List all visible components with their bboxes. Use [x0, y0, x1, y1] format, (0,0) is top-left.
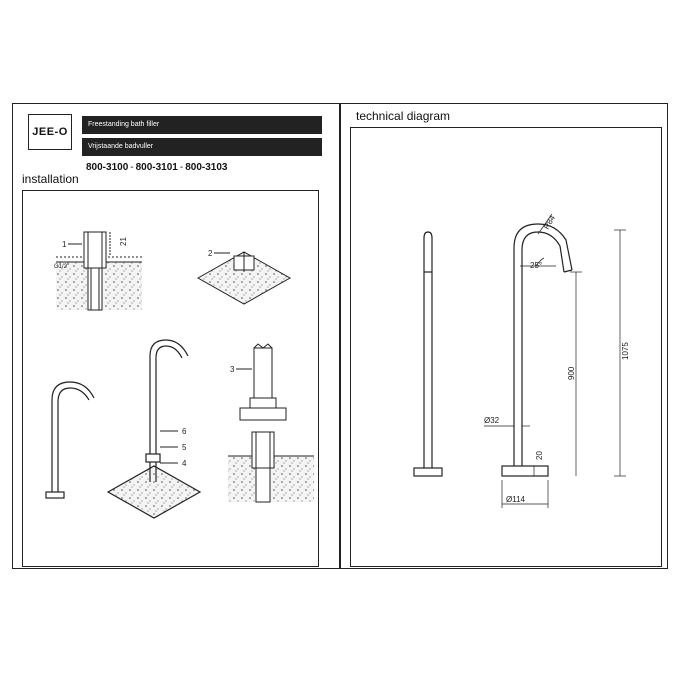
tech-dimension-lines: [484, 213, 626, 508]
dim-label: 20: [535, 451, 544, 460]
code-separator: -: [179, 162, 184, 173]
install-tap-side: [45, 381, 95, 499]
product-code: 800-3103: [185, 162, 228, 173]
install-step3-section: [228, 343, 314, 503]
dim-label: 21: [119, 237, 128, 246]
step-number: 4: [182, 459, 187, 468]
install-step2-plate: [196, 251, 292, 305]
technical-box: [350, 127, 662, 567]
step-number: 2: [208, 249, 213, 258]
dim-label: 25°: [530, 261, 542, 270]
technical-heading: technical diagram: [356, 109, 451, 123]
step-number: 5: [182, 443, 187, 452]
tech-front-view: [501, 223, 573, 477]
product-codes: 800-3100-800-3101-800-3103: [86, 162, 227, 173]
install-step1-section: [56, 231, 142, 311]
right-page-frame: [340, 103, 668, 569]
dim-label: Ø114: [506, 495, 526, 504]
dim-label: 900: [567, 366, 576, 380]
step-number: 3: [230, 365, 235, 374]
code-separator: -: [130, 162, 134, 173]
step-number: 1: [62, 240, 67, 249]
install-tap-iso: [106, 339, 202, 519]
brand-logo: JEE-O: [28, 114, 72, 150]
product-code: 800-3101: [135, 162, 178, 173]
installation-box: [22, 190, 319, 567]
title-bar-nl: Vrijstaande badvuller: [82, 138, 322, 156]
title-bar-en: Freestanding bath filler: [82, 116, 322, 134]
tech-side-view: [413, 231, 443, 477]
left-page-frame: [12, 103, 340, 569]
installation-heading: installation: [22, 172, 79, 186]
step-number: 6: [182, 427, 187, 436]
dim-label: 1075: [621, 342, 630, 360]
product-code: 800-3100: [86, 162, 129, 173]
dim-label: Ø32: [484, 416, 500, 425]
thread-label: G1/2": [54, 264, 69, 270]
